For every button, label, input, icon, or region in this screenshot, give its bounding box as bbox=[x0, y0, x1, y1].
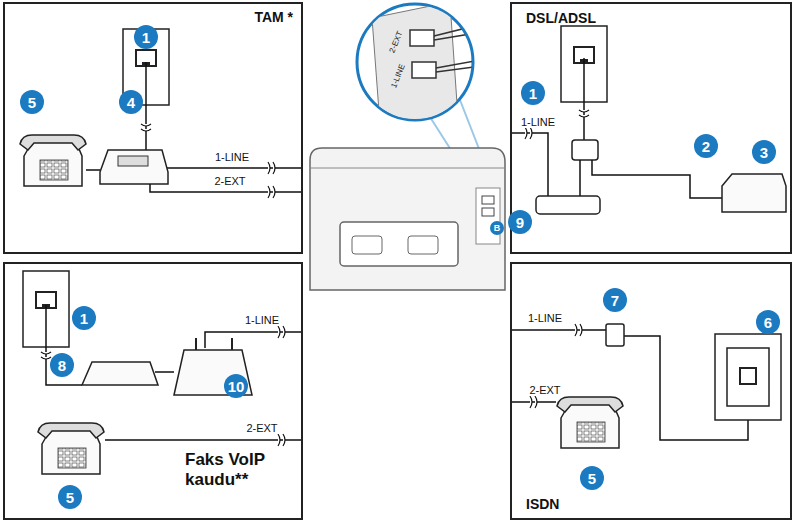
plug bbox=[412, 62, 436, 78]
adapter bbox=[606, 324, 624, 346]
isdn-jack bbox=[715, 334, 781, 420]
port-plate bbox=[372, 2, 458, 125]
plug bbox=[410, 30, 434, 46]
printer-door bbox=[340, 222, 458, 266]
panel-heading: TAM * bbox=[254, 9, 293, 25]
telephone bbox=[38, 423, 104, 474]
callout-number: 1 bbox=[72, 306, 96, 330]
panel-heading: Faks VoIP kaudu** bbox=[185, 450, 297, 489]
callout-number: 1 bbox=[134, 25, 158, 49]
callout-number: 6 bbox=[756, 310, 780, 334]
cable bbox=[434, 6, 482, 40]
dsl-modem bbox=[722, 174, 786, 212]
callout-number: 7 bbox=[603, 288, 627, 312]
port bbox=[482, 208, 494, 216]
port bbox=[482, 196, 494, 204]
callout-number: 9 bbox=[508, 210, 532, 234]
telephone bbox=[20, 135, 86, 186]
cable bbox=[436, 60, 482, 72]
panel-box: Faks VoIP kaudu** bbox=[3, 262, 303, 520]
socket bbox=[740, 368, 756, 384]
panel-box: DSL/ADSL bbox=[510, 2, 792, 254]
wire-label: 1-LINE bbox=[526, 312, 564, 324]
panel-heading: ISDN bbox=[526, 496, 559, 512]
printer-opening bbox=[352, 236, 382, 254]
callout-number: 3 bbox=[752, 140, 776, 164]
callout-number: 5 bbox=[580, 466, 604, 490]
wire bbox=[510, 133, 722, 205]
cassette bbox=[118, 156, 148, 166]
callout-number: 2 bbox=[694, 134, 718, 158]
panel-heading: DSL/ADSL bbox=[526, 10, 596, 26]
wire-label: 2-EXT bbox=[527, 384, 562, 396]
printer bbox=[310, 100, 505, 290]
callout-number: 1 bbox=[521, 81, 545, 105]
wire bbox=[510, 330, 748, 440]
wire-label: 1-LINE bbox=[213, 151, 251, 163]
printer-body bbox=[310, 148, 505, 290]
wire bbox=[86, 170, 303, 192]
modem bbox=[82, 362, 158, 385]
callout-number: 10 bbox=[224, 374, 248, 398]
jack-plate bbox=[727, 348, 769, 406]
zoom-detail bbox=[357, 2, 482, 125]
callout-number: 8 bbox=[50, 353, 74, 377]
callout-letter: B bbox=[490, 221, 504, 235]
port-panel bbox=[476, 188, 500, 244]
tam-setup bbox=[20, 29, 303, 198]
answering-machine bbox=[100, 150, 168, 184]
printer-rim bbox=[310, 168, 505, 169]
wire-label: 2-EXT bbox=[244, 422, 279, 434]
wire bbox=[146, 62, 303, 168]
dsl-filter bbox=[536, 196, 600, 214]
wire bbox=[46, 305, 303, 440]
wire-label: 1-LINE bbox=[519, 116, 557, 128]
break-mark bbox=[141, 124, 275, 198]
splitter bbox=[572, 140, 598, 160]
telephone bbox=[557, 397, 623, 448]
callout-number: 4 bbox=[119, 90, 143, 114]
callout-number: 5 bbox=[20, 90, 44, 114]
printer-opening bbox=[408, 236, 438, 254]
wire-label: 2-EXT bbox=[212, 175, 247, 187]
antenna bbox=[196, 338, 232, 350]
voip-setup bbox=[23, 271, 303, 474]
wire bbox=[583, 58, 585, 140]
isdn-setup bbox=[510, 324, 781, 448]
callout-number: 5 bbox=[58, 485, 82, 509]
dsl-setup bbox=[510, 26, 786, 214]
wire-label: 1-LINE bbox=[243, 314, 281, 326]
break-mark bbox=[41, 326, 285, 446]
